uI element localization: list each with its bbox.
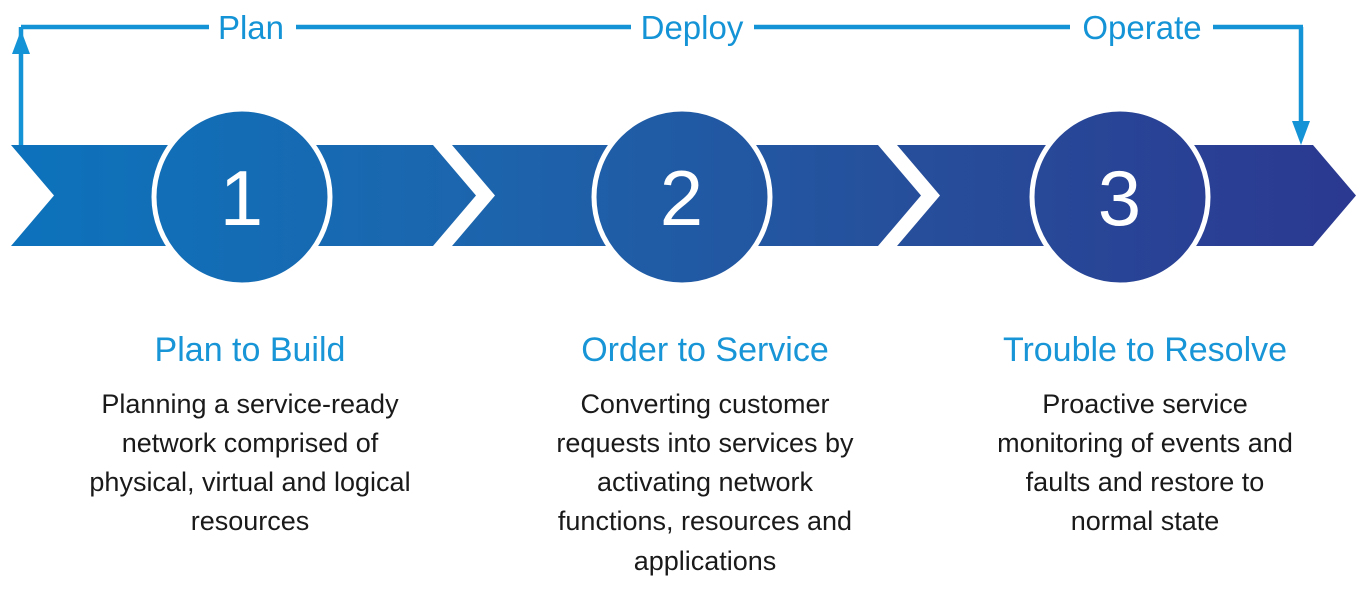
- phase-title: Trouble to Resolve: [1002, 331, 1288, 369]
- phase-title: Order to Service: [581, 331, 829, 369]
- phase-column-trouble-to-resolve: Trouble to Resolve Proactive service mon…: [930, 331, 1360, 542]
- phase-number-1: 1: [220, 154, 264, 242]
- up-arrow-icon: [12, 30, 30, 54]
- phase-column-order-to-service: Order to Service Converting customer req…: [490, 331, 920, 581]
- phase-description: Proactive service monitoring of events a…: [997, 389, 1293, 537]
- phase-circle-2: [591, 106, 773, 288]
- phase-title: Plan to Build: [154, 331, 346, 369]
- cycle-flow-line: [18, 24, 1304, 146]
- down-arrow-icon: [1292, 121, 1310, 145]
- phase-number-2: 2: [660, 154, 704, 242]
- phase-circle-3: [1029, 106, 1211, 288]
- phase-circle-1: [151, 106, 333, 288]
- stage-label-deploy: Deploy: [641, 9, 744, 46]
- stage-label-plan: Plan: [218, 9, 284, 46]
- stage-label-operate: Operate: [1082, 9, 1201, 46]
- phase-description: Planning a service-ready network compris…: [89, 389, 411, 537]
- phase-column-plan-to-build: Plan to Build Planning a service-ready n…: [35, 331, 465, 542]
- phase-number-3: 3: [1098, 154, 1142, 242]
- phase-description: Converting customer requests into servic…: [556, 389, 854, 576]
